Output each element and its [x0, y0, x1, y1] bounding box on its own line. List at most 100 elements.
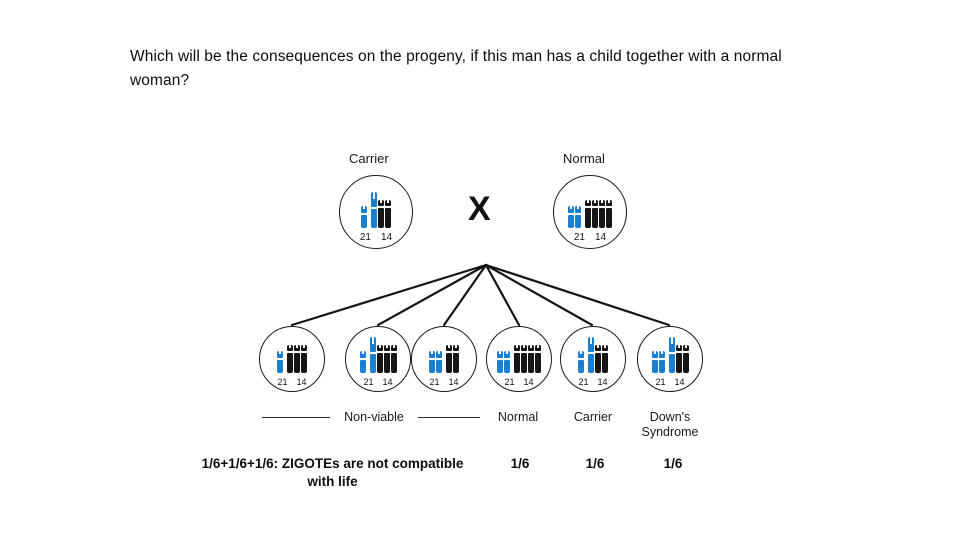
chromosome-14-black — [376, 345, 383, 373]
chromosome-14-black — [385, 200, 391, 228]
outcome-label-non-viable: Non-viable — [344, 410, 404, 424]
chromosome-14-black — [585, 200, 591, 228]
chromosome-14-black — [390, 345, 397, 373]
cell-number-21: 21 — [578, 377, 589, 387]
chromosome-group-21 — [429, 351, 442, 373]
outcome-label-downs-line2: Syndrome — [641, 425, 699, 439]
cell-number-14: 14 — [382, 377, 393, 387]
chromosome-21-blue — [277, 351, 283, 373]
chromosome-group-21 — [578, 351, 584, 373]
chromosome-group-21 — [277, 351, 283, 373]
parent-label-carrier: Carrier — [349, 151, 389, 166]
chromosome-translocation-blue — [371, 192, 377, 228]
fraction-label-downs: 1/6 — [663, 456, 683, 471]
chromosome-group-14 — [668, 337, 689, 373]
cell-number-labels: 21 14 — [412, 377, 476, 387]
karyotype-offspring-1 — [260, 342, 324, 373]
chromosome-21-blue — [429, 351, 435, 373]
parent-cell-carrier[interactable]: 21 14 — [339, 175, 413, 249]
chromosome-21-blue — [504, 351, 510, 373]
cell-number-labels: 21 14 — [346, 377, 410, 387]
chromosome-14-black — [675, 345, 682, 373]
non-viable-bracket-left — [262, 417, 330, 418]
chromosome-group-21 — [359, 351, 366, 373]
chromosome-group-14 — [371, 192, 391, 228]
chromosome-14-black — [383, 345, 390, 373]
cell-number-21: 21 — [359, 232, 371, 243]
offspring-cell-5[interactable]: 21 14 — [560, 326, 626, 392]
parent-label-normal: Normal — [563, 151, 605, 166]
caption-non-viable-fractions: 1/6+1/6+1/6: ZIGOTEs are not compatible … — [201, 456, 464, 490]
chromosome-14-black — [521, 345, 527, 373]
chromosome-14-black — [595, 345, 601, 373]
karyotype-offspring-6 — [638, 337, 702, 373]
karyotype-offspring-5 — [561, 337, 625, 373]
karyotype-normal — [554, 194, 626, 228]
cell-number-21: 21 — [504, 377, 515, 387]
parent-cell-normal[interactable]: 21 14 — [553, 175, 627, 249]
cell-number-labels: 21 14 — [561, 377, 625, 387]
karyotype-carrier — [340, 192, 412, 228]
chromosome-translocation-blue — [369, 337, 376, 373]
chromosome-21-blue — [578, 351, 584, 373]
fraction-label-normal: 1/6 — [510, 456, 530, 471]
chromosome-21-blue — [575, 206, 581, 228]
outcome-label-carrier: Carrier — [573, 410, 613, 424]
chromosome-21-blue — [651, 351, 658, 373]
karyotype-offspring-2 — [346, 337, 410, 373]
chromosome-group-21 — [361, 206, 367, 228]
chromosome-14-black — [592, 200, 598, 228]
cell-number-14: 14 — [523, 377, 534, 387]
cell-number-14: 14 — [674, 377, 685, 387]
offspring-cell-6[interactable]: 21 14 — [637, 326, 703, 392]
chromosome-21-blue — [568, 206, 574, 228]
offspring-cell-3[interactable]: 21 14 — [411, 326, 477, 392]
chromosome-14-black — [602, 345, 608, 373]
cell-number-labels: 21 14 — [487, 377, 551, 387]
cell-number-14: 14 — [448, 377, 459, 387]
cell-number-21: 21 — [573, 232, 585, 243]
offspring-cell-4[interactable]: 21 14 — [486, 326, 552, 392]
chromosome-21-blue — [361, 206, 367, 228]
chromosome-group-14 — [287, 345, 307, 373]
outcome-label-normal: Normal — [497, 410, 539, 424]
chromosome-21-blue — [658, 351, 665, 373]
cell-number-21: 21 — [655, 377, 666, 387]
cell-number-14: 14 — [381, 232, 393, 243]
cross-symbol: X — [468, 190, 491, 228]
chromosome-14-black — [535, 345, 541, 373]
offspring-cell-1[interactable]: 21 14 — [259, 326, 325, 392]
page-title: Which will be the consequences on the pr… — [130, 48, 782, 90]
chromosome-14-black — [514, 345, 520, 373]
offspring-cell-2[interactable]: 21 14 — [345, 326, 411, 392]
cell-number-21: 21 — [363, 377, 374, 387]
chromosome-14-black — [301, 345, 307, 373]
cell-number-labels: 21 14 — [340, 232, 412, 243]
chromosome-14-black — [528, 345, 534, 373]
chromosome-group-14 — [514, 345, 541, 373]
chromosome-group-14 — [446, 345, 459, 373]
chromosome-14-black — [682, 345, 689, 373]
chromosome-14-black — [453, 345, 459, 373]
chromosome-group-21 — [568, 206, 581, 228]
chromosome-group-21 — [497, 351, 510, 373]
chromosome-14-black — [294, 345, 300, 373]
chromosome-14-black — [599, 200, 605, 228]
fraction-label-carrier: 1/6 — [585, 456, 605, 471]
chromosome-translocation-blue — [588, 337, 594, 373]
chromosome-14-black — [287, 345, 293, 373]
chromosome-21-blue — [436, 351, 442, 373]
karyotype-offspring-3 — [412, 342, 476, 373]
chromosome-group-14 — [369, 337, 397, 373]
chromosome-21-blue — [497, 351, 503, 373]
cell-number-labels: 21 14 — [554, 232, 626, 243]
chromosome-21-blue — [359, 351, 366, 373]
chromosome-translocation-blue — [668, 337, 675, 373]
cell-number-labels: 21 14 — [260, 377, 324, 387]
cell-number-21: 21 — [429, 377, 440, 387]
cell-number-21: 21 — [277, 377, 288, 387]
karyotype-offspring-4 — [487, 342, 551, 373]
cell-number-14: 14 — [597, 377, 608, 387]
